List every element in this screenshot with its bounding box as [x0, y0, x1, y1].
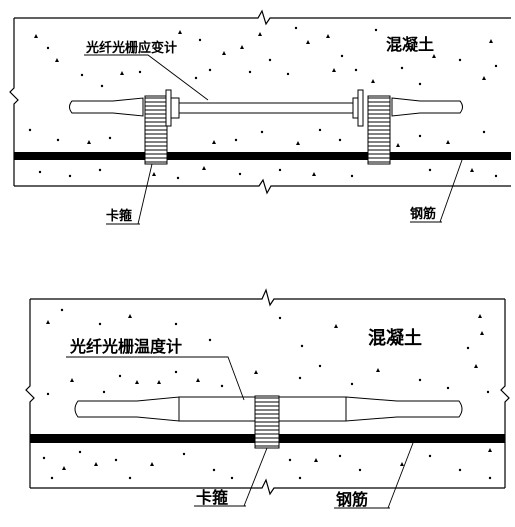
- concrete-block-outline: [14, 9, 511, 26]
- fiber-cable-right: [345, 396, 463, 422]
- gauge-flange-left: [165, 89, 172, 127]
- fiber-cable-right: [391, 97, 463, 117]
- rebar-leader-line: [387, 442, 414, 509]
- gauge-rod: [178, 102, 354, 114]
- rebar-leader-line: [439, 159, 463, 223]
- concrete-label: 混凝土: [386, 35, 435, 54]
- concrete-break-left: [9, 18, 19, 186]
- clamp-right: [367, 95, 391, 165]
- clamp-label: 卡箍: [196, 488, 229, 507]
- rebar: [14, 152, 511, 160]
- gauge-body-left: [178, 396, 256, 422]
- concrete-block-outline: [30, 478, 505, 496]
- rebar-label: 钢筋: [336, 490, 369, 509]
- gauge-flange-right: [357, 89, 364, 127]
- sensor-leader-line: [84, 54, 209, 101]
- gauge-flange-left-inner: [170, 97, 180, 119]
- concrete-aggregate: [28, 26, 498, 180]
- clamp-leader-line: [137, 163, 153, 225]
- clamp-center: [254, 395, 280, 449]
- concrete-break-left: [25, 299, 35, 488]
- rebar-label: 钢筋: [410, 207, 437, 222]
- gauge-body-right: [278, 396, 347, 422]
- clamp-label: 卡箍: [106, 209, 133, 224]
- fiber-cable-left: [74, 396, 180, 422]
- strain-gauge-diagram: [9, 9, 511, 225]
- clamp-leader-line: [243, 447, 268, 507]
- temperature-gauge-diagram: [25, 288, 510, 509]
- concrete-block-outline: [14, 178, 511, 195]
- concrete-break-right: [500, 299, 510, 488]
- temperature-gauge-label: 光纤光栅温度计: [70, 337, 183, 356]
- strain-gauge-label: 光纤光栅应变计: [86, 41, 178, 56]
- concrete-aggregate: [42, 308, 492, 480]
- concrete-label: 混凝土: [368, 328, 422, 349]
- sensor-leader-line: [66, 356, 245, 401]
- clamp-left: [144, 95, 168, 165]
- fiber-cable-left: [69, 97, 144, 117]
- concrete-block-outline: [30, 288, 505, 307]
